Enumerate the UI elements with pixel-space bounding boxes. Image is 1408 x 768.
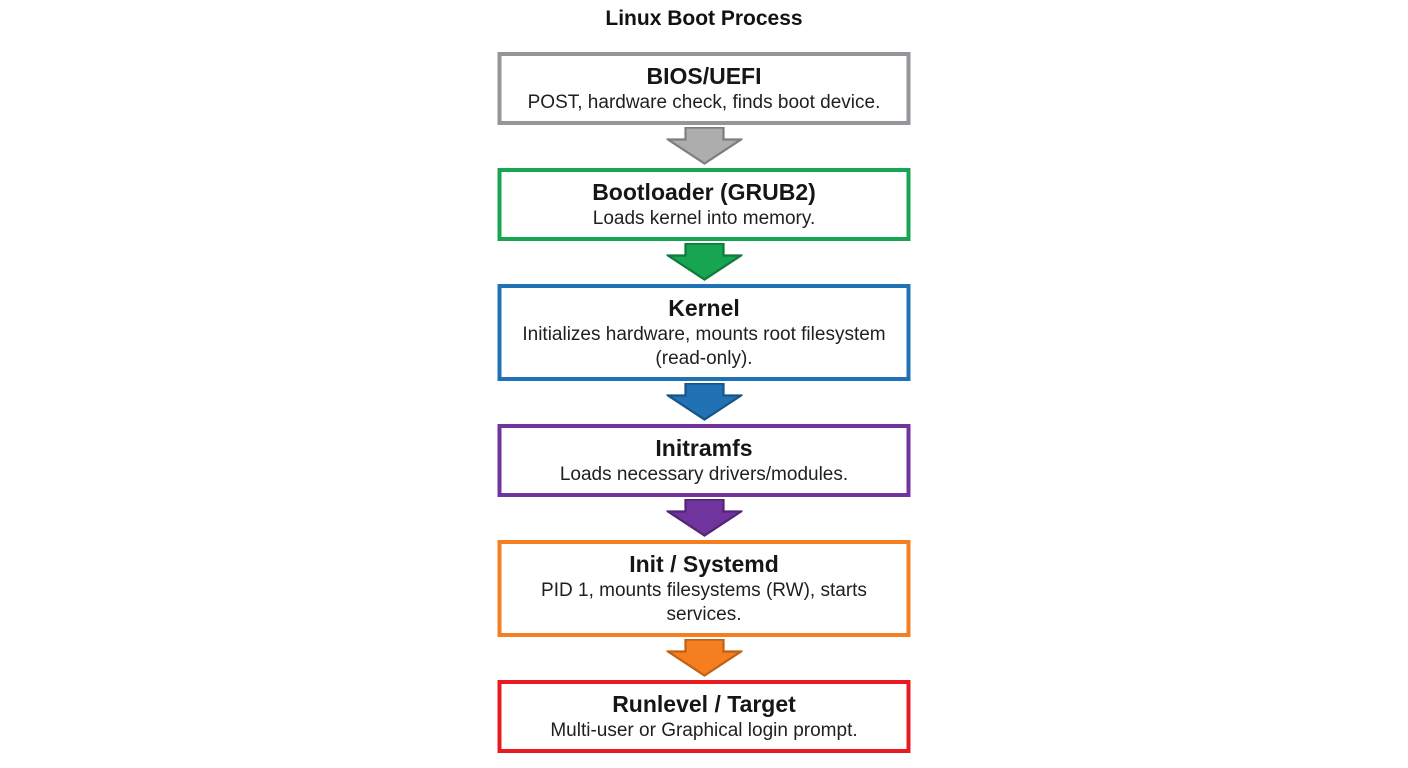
down-arrow-icon [666, 499, 742, 537]
stage-box-initramfs: Initramfs Loads necessary drivers/module… [497, 424, 911, 497]
down-arrow-icon [666, 383, 742, 421]
stage-description: POST, hardware check, finds boot device. [527, 92, 881, 113]
stage-box-kernel: Kernel Initializes hardware, mounts root… [497, 284, 911, 381]
flow-arrow-bootloader-to-kernel [666, 243, 742, 281]
stage-box-bios-uefi: BIOS/UEFI POST, hardware check, finds bo… [497, 52, 911, 125]
flow-column: Linux Boot Process BIOS/UEFI POST, hardw… [497, 0, 911, 753]
stage-description: Multi-user or Graphical login prompt. [550, 720, 858, 741]
flow-arrow-initramfs-to-init [666, 499, 742, 537]
stage-title: BIOS/UEFI [646, 63, 762, 89]
stage-box-bootloader: Bootloader (GRUB2) Loads kernel into mem… [497, 168, 911, 241]
down-arrow-icon [666, 639, 742, 677]
down-arrow-icon [666, 127, 742, 165]
stage-description: PID 1, mounts filesystems (RW), starts s… [541, 580, 867, 625]
stage-title: Initramfs [655, 435, 753, 461]
flow-arrow-bios-to-bootloader [666, 127, 742, 165]
stage-box-runlevel-target: Runlevel / Target Multi-user or Graphica… [497, 680, 911, 753]
stage-description: Initializes hardware, mounts root filesy… [522, 324, 886, 369]
stage-title: Init / Systemd [629, 551, 779, 577]
flow-arrow-kernel-to-initramfs [666, 383, 742, 421]
stage-title: Bootloader (GRUB2) [592, 179, 816, 205]
stage-box-init-systemd: Init / Systemd PID 1, mounts filesystems… [497, 540, 911, 637]
diagram-title: Linux Boot Process [605, 7, 803, 30]
flow-arrow-init-to-runlevel [666, 639, 742, 677]
down-arrow-icon [666, 243, 742, 281]
stage-title: Kernel [668, 295, 740, 321]
stage-description: Loads necessary drivers/modules. [559, 464, 849, 485]
stage-description: Loads kernel into memory. [592, 208, 816, 229]
stage-title: Runlevel / Target [612, 691, 796, 717]
